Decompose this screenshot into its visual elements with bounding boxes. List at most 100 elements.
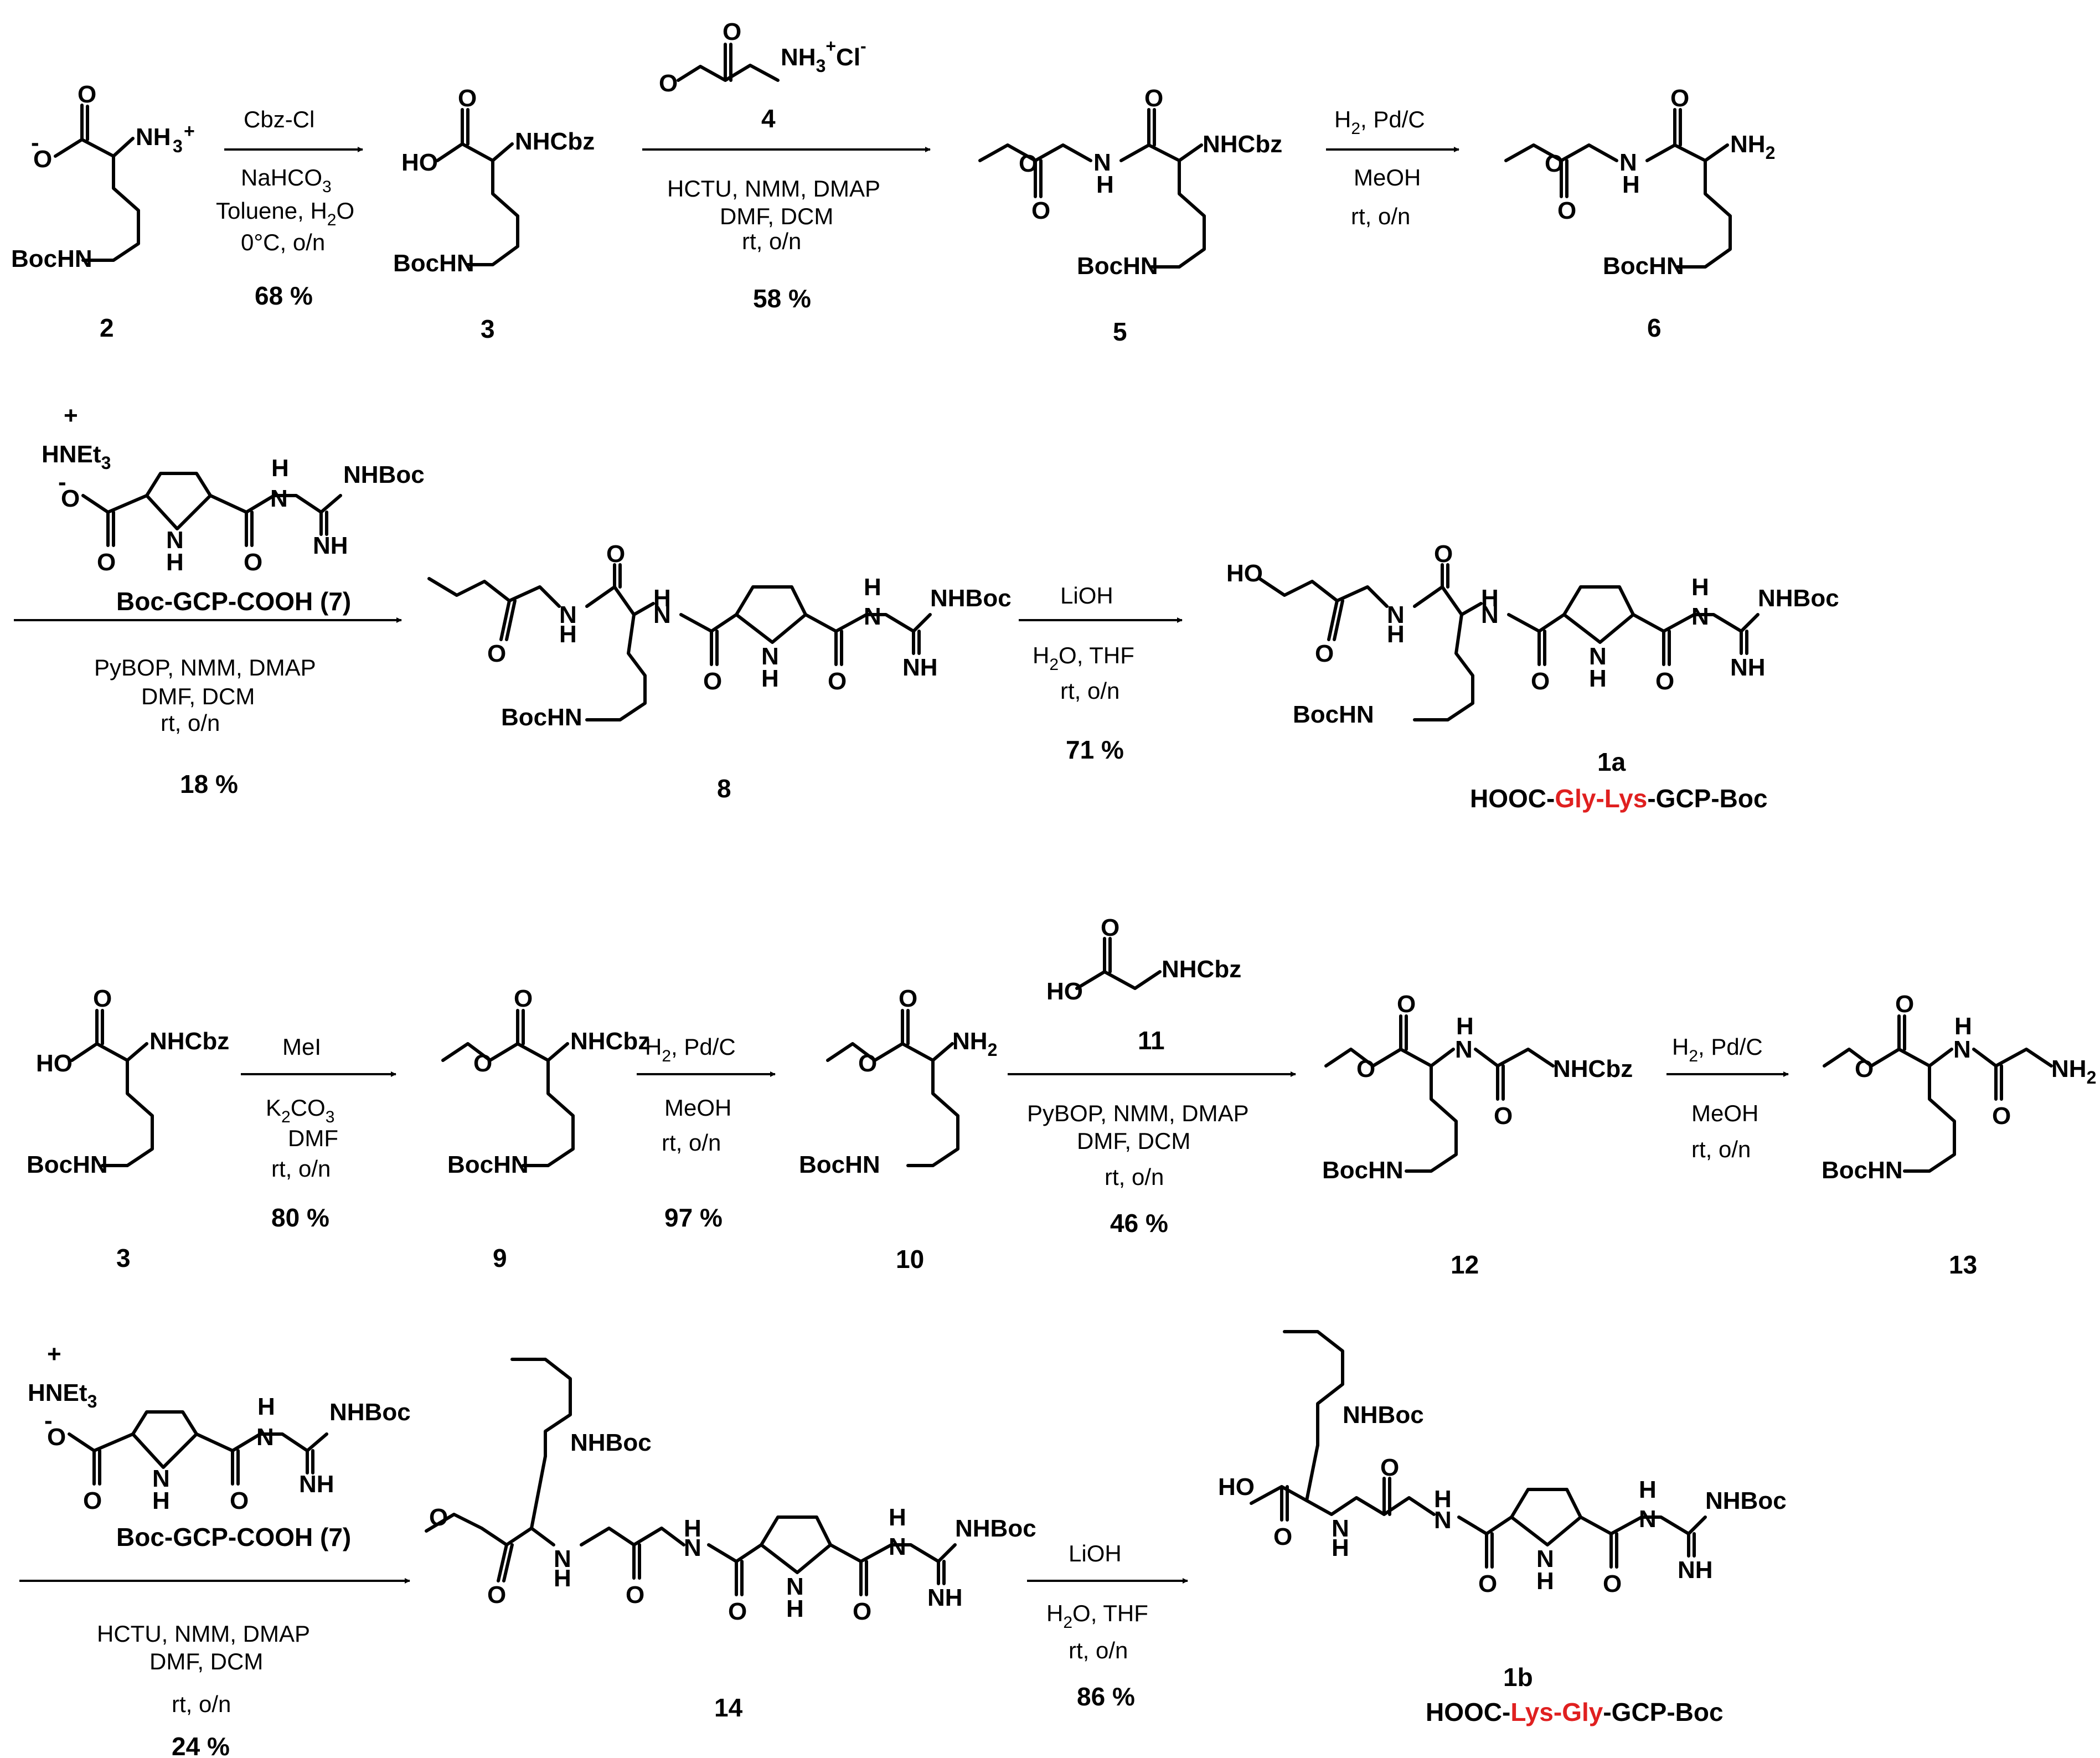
reagent-7-name-b: Boc-GCP-COOH (7): [116, 1523, 351, 1551]
svg-text:O: O: [723, 18, 741, 45]
svg-text:N: N: [653, 601, 671, 628]
svg-text:H: H: [1481, 585, 1499, 612]
reaction-step-5: LiOH H2O, THF rt, o/n 71 %: [1019, 582, 1183, 764]
svg-text:O: O: [828, 668, 847, 695]
svg-text:O: O: [728, 1598, 747, 1625]
svg-text:HO: HO: [1218, 1473, 1255, 1501]
yield-step-5: 71 %: [1066, 735, 1124, 764]
yield-step-6: 80 %: [271, 1203, 329, 1232]
svg-text:rt, o/n: rt, o/n: [742, 228, 801, 254]
svg-text:H: H: [1954, 1013, 1972, 1040]
svg-text:O: O: [1494, 1102, 1513, 1130]
compound-12: O O N H O NHCbz BocHN 12: [1322, 991, 1633, 1279]
svg-text:N: N: [1953, 1036, 1971, 1063]
svg-text:Toluene, H2O: Toluene, H2O: [216, 198, 354, 229]
svg-text:NH2: NH2: [1730, 131, 1775, 163]
svg-text:N: N: [1093, 149, 1111, 176]
svg-text:N: N: [889, 1533, 906, 1560]
svg-text:0°C, o/n: 0°C, o/n: [241, 229, 325, 255]
svg-text:O: O: [61, 485, 80, 512]
svg-text:rt, o/n: rt, o/n: [1351, 203, 1410, 229]
svg-text:NH: NH: [902, 654, 938, 681]
compound-14: NHBoc O O N H O N H O N H O N H NHBoc NH…: [425, 1358, 1036, 1722]
svg-text:HO: HO: [401, 149, 438, 176]
svg-text:O: O: [244, 549, 262, 576]
svg-text:H: H: [1622, 171, 1640, 198]
compound-number-9: 9: [493, 1244, 507, 1272]
svg-text:H: H: [864, 574, 881, 601]
svg-text:NHBoc: NHBoc: [955, 1515, 1036, 1542]
svg-text:LiOH: LiOH: [1060, 582, 1113, 609]
svg-text:rt, o/n: rt, o/n: [172, 1691, 231, 1717]
svg-text:NHCbz: NHCbz: [1203, 131, 1282, 158]
svg-text:O: O: [514, 985, 533, 1012]
svg-text:H: H: [761, 665, 779, 692]
svg-text:NHCbz: NHCbz: [515, 128, 595, 155]
svg-text:NHBoc: NHBoc: [329, 1399, 411, 1426]
svg-text:O: O: [1101, 914, 1119, 941]
svg-text:O: O: [606, 540, 625, 568]
compound-1b: NHBoc HO O N H O N H O N H O N H NHBoc N…: [1218, 1330, 1787, 1726]
reaction-step-11: LiOH H2O, THF rt, o/n 86 %: [1027, 1540, 1188, 1711]
reagent-7-name: Boc-GCP-COOH (7): [116, 587, 351, 616]
svg-text:BocHN: BocHN: [27, 1151, 108, 1178]
svg-text:N: N: [1434, 1507, 1452, 1534]
svg-text:rt, o/n: rt, o/n: [1105, 1164, 1164, 1190]
svg-text:N: N: [1691, 603, 1709, 630]
yield-step-11: 86 %: [1077, 1682, 1135, 1711]
svg-text:H: H: [554, 1565, 571, 1592]
svg-text:O: O: [473, 1050, 492, 1077]
svg-text:HO: HO: [1226, 560, 1263, 587]
svg-text:BocHN: BocHN: [1077, 252, 1158, 280]
reagent-cbzcl: Cbz-Cl: [244, 106, 314, 132]
svg-text:N: N: [864, 603, 881, 630]
svg-text:rt, o/n: rt, o/n: [161, 710, 220, 736]
svg-text:N: N: [1387, 601, 1405, 628]
svg-text:O: O: [458, 85, 477, 112]
svg-text:O: O: [1380, 1454, 1399, 1481]
svg-text:O: O: [487, 1581, 506, 1609]
svg-text:H: H: [166, 549, 184, 576]
reaction-step-1: Cbz-Cl NaHCO3 Toluene, H2O 0°C, o/n 68 %: [216, 106, 363, 310]
compound-number-10: 10: [896, 1245, 924, 1274]
svg-text:NHCbz: NHCbz: [1162, 956, 1241, 983]
svg-text:BocHN: BocHN: [393, 250, 474, 277]
compound-number-8: 8: [717, 774, 731, 803]
svg-text:H: H: [1434, 1486, 1452, 1513]
svg-text:N: N: [684, 1534, 701, 1561]
svg-text:O: O: [1019, 150, 1038, 177]
reaction-step-10: HCTU, NMM, DMAP DMF, DCM rt, o/n 24 %: [19, 1578, 410, 1758]
svg-text:+: +: [47, 1341, 61, 1368]
svg-text:rt, o/n: rt, o/n: [1069, 1637, 1128, 1663]
svg-text:HNEt3: HNEt3: [28, 1379, 97, 1411]
svg-text:NH3+Cl-: NH3+Cl-: [781, 36, 866, 76]
svg-text:N: N: [1639, 1506, 1657, 1533]
reagent-number-4: 4: [761, 104, 776, 133]
svg-text:N: N: [1589, 643, 1607, 670]
compound-8: O O N H N H O N H O N H NHBoc NH BocHN 8: [427, 540, 1012, 803]
svg-text:K2CO3: K2CO3: [266, 1095, 334, 1126]
svg-text:O: O: [97, 549, 116, 576]
svg-text:NHBoc: NHBoc: [343, 461, 425, 488]
svg-text:N: N: [1481, 601, 1499, 628]
svg-text:HCTU, NMM, DMAP: HCTU, NMM, DMAP: [97, 1621, 310, 1647]
svg-text:NHCbz: NHCbz: [1553, 1055, 1633, 1082]
svg-text:N: N: [256, 1424, 274, 1451]
svg-text:O: O: [1397, 991, 1416, 1018]
svg-text:NHCbz: NHCbz: [149, 1028, 229, 1055]
svg-text:NHBoc: NHBoc: [1705, 1487, 1787, 1514]
compound-number-6: 6: [1647, 313, 1662, 342]
svg-text:O: O: [1031, 197, 1050, 224]
svg-text:NHBoc: NHBoc: [570, 1429, 652, 1456]
compound-number-13: 13: [1949, 1250, 1977, 1279]
svg-text:BocHN: BocHN: [1603, 252, 1684, 280]
svg-text:H2, Pd/C: H2, Pd/C: [1334, 106, 1425, 138]
compound-2: O O - NH 3 + BocHN 2: [11, 81, 195, 342]
svg-text:PyBOP, NMM, DMAP: PyBOP, NMM, DMAP: [1027, 1100, 1249, 1126]
svg-text:O: O: [1315, 640, 1334, 667]
svg-text:NH: NH: [1730, 654, 1766, 681]
charge-minus: -: [31, 129, 39, 156]
yield-step-8: 46 %: [1110, 1209, 1168, 1238]
svg-text:rt, o/n: rt, o/n: [271, 1156, 331, 1182]
svg-text:O: O: [626, 1581, 644, 1609]
